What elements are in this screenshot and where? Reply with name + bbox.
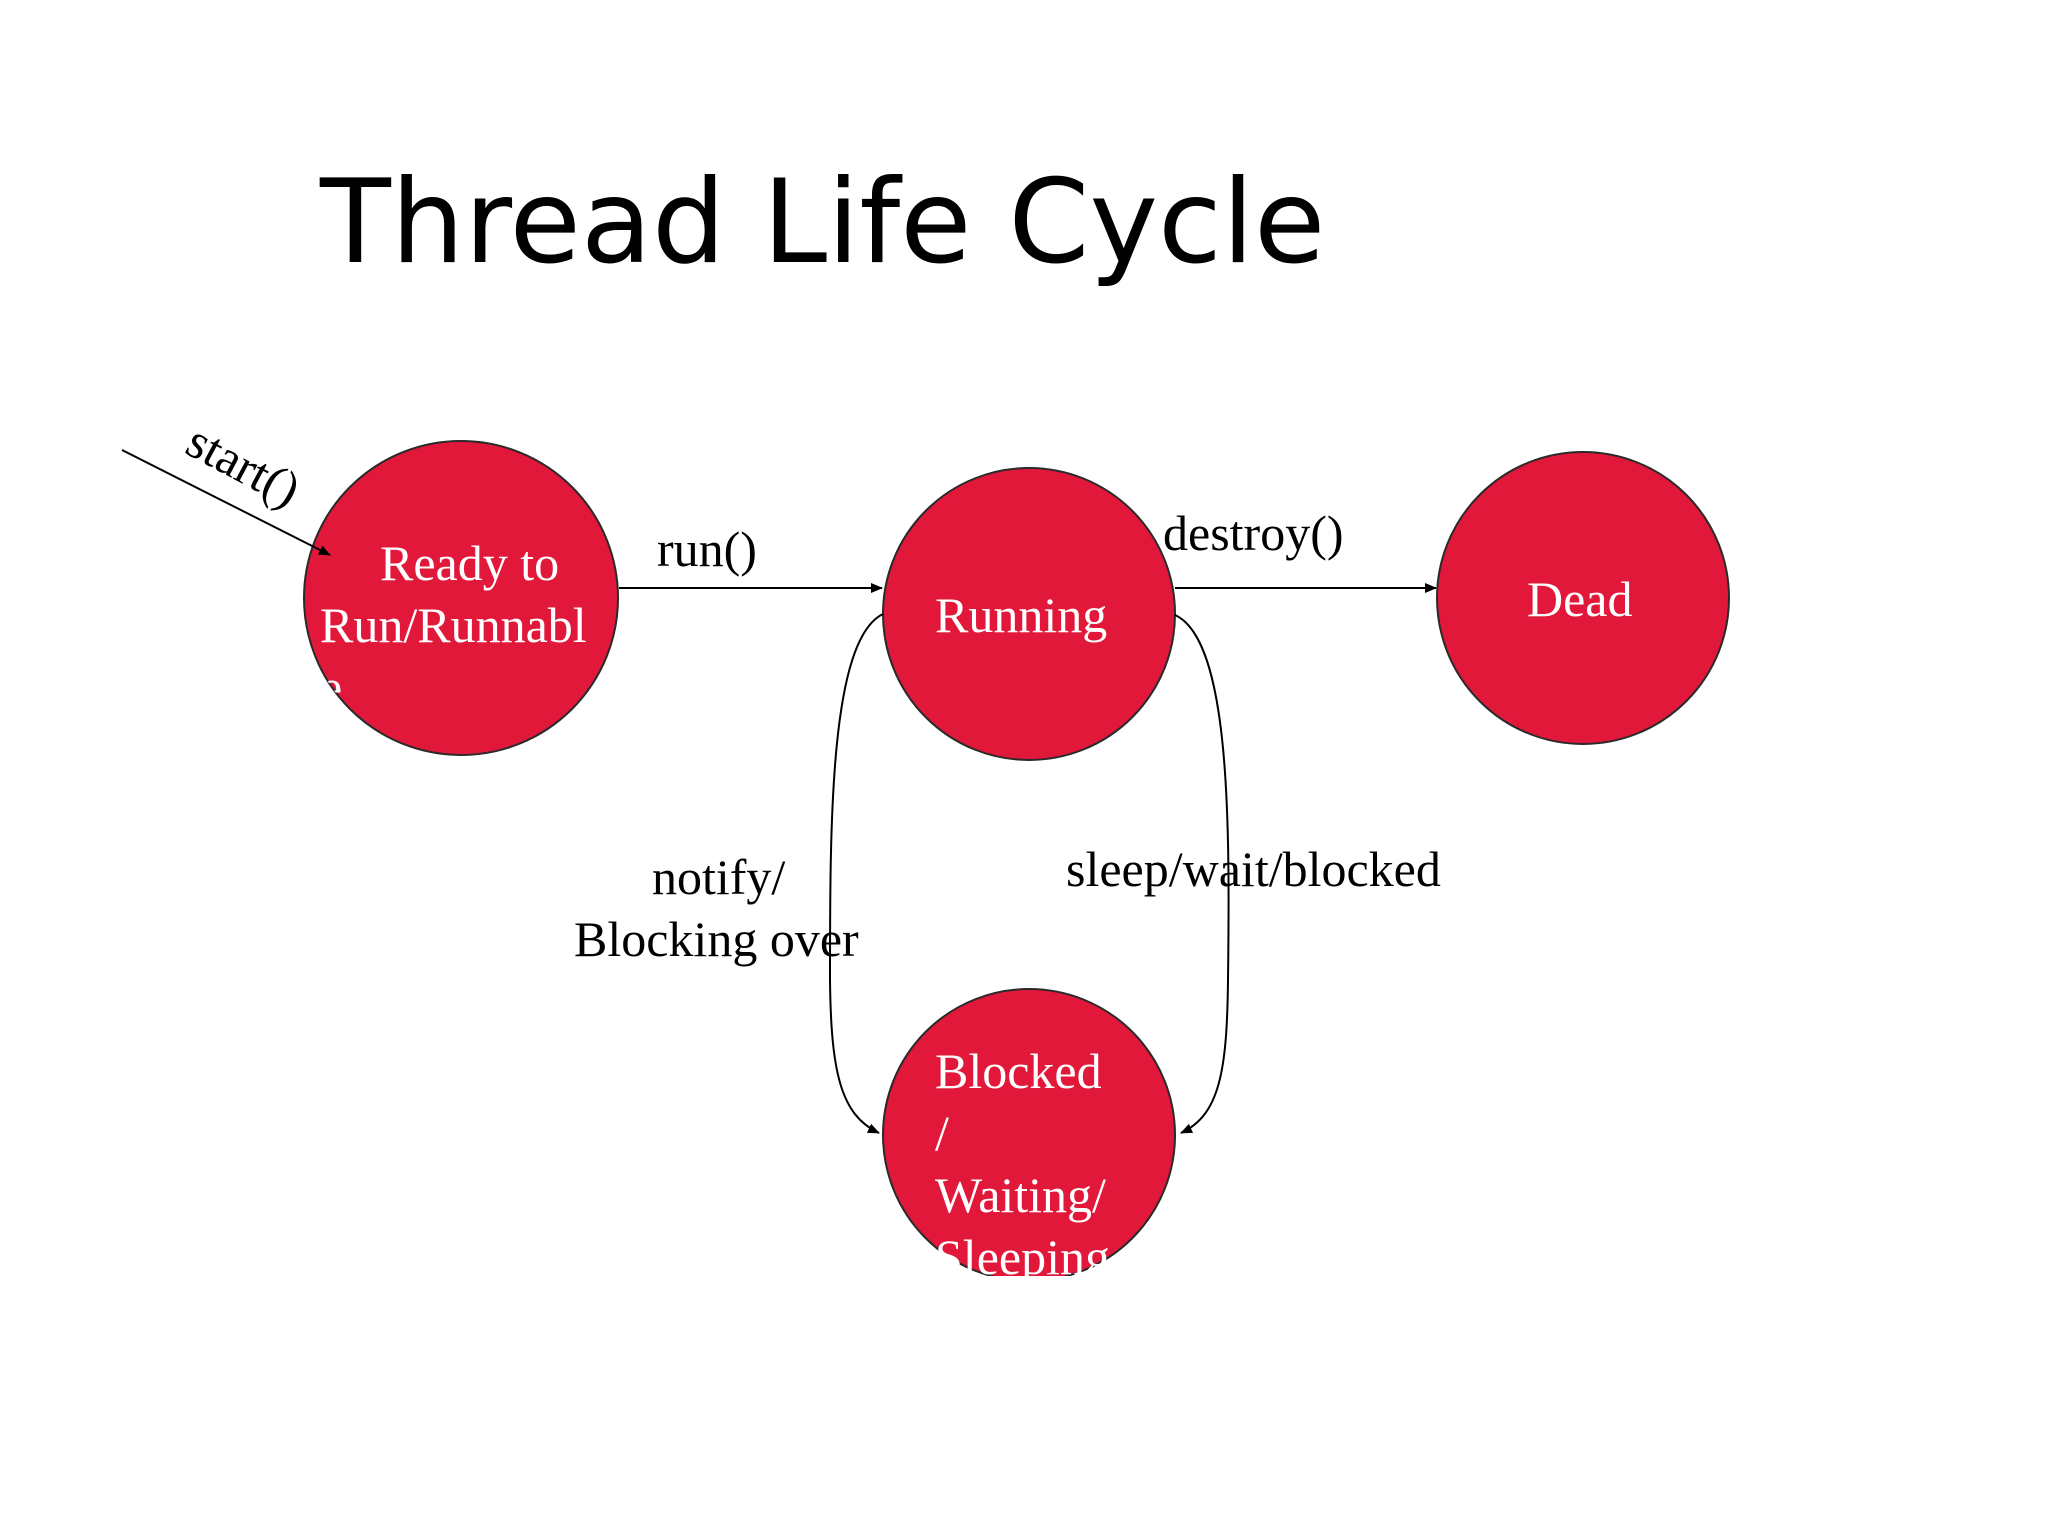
state-blocked-label-line1: Blocked	[935, 1043, 1102, 1099]
edge-sleep-label: sleep/wait/blocked	[1066, 841, 1441, 897]
state-ready-label-line2: Run/Runnabl	[320, 597, 587, 653]
edge-notify-arrow	[828, 613, 884, 1134]
state-blocked-label-line3: Waiting/	[935, 1167, 1106, 1223]
state-blocked-label-line2: /	[935, 1105, 949, 1161]
state-ready-label-line1: Ready to	[380, 535, 559, 591]
state-blocked: Blocked / Waiting/ Sleeping	[882, 988, 1176, 1285]
edge-run-label: run()	[657, 521, 757, 577]
edge-notify-label-line2: Blocking over	[574, 911, 859, 967]
state-running: Running	[882, 467, 1176, 761]
state-ready: Ready to Run/Runnabl e	[303, 440, 619, 756]
edge-destroy-label: destroy()	[1163, 505, 1344, 561]
state-dead-circle	[1436, 451, 1730, 745]
edge-notify-label-line1: notify/	[652, 849, 785, 905]
state-dead-label: Dead	[1527, 571, 1633, 627]
state-running-label: Running	[935, 587, 1107, 643]
state-ready-circle	[303, 440, 619, 756]
state-blocked-circle	[882, 988, 1176, 1276]
edge-start-arrow	[121, 449, 331, 556]
edge-start-label: start()	[178, 412, 310, 517]
state-dead: Dead	[1436, 451, 1730, 745]
edge-sleep-arrow	[1174, 614, 1230, 1134]
state-blocked-label-line4: Sleeping	[935, 1229, 1110, 1285]
page-title: Thread Life Cycle	[319, 155, 1325, 290]
